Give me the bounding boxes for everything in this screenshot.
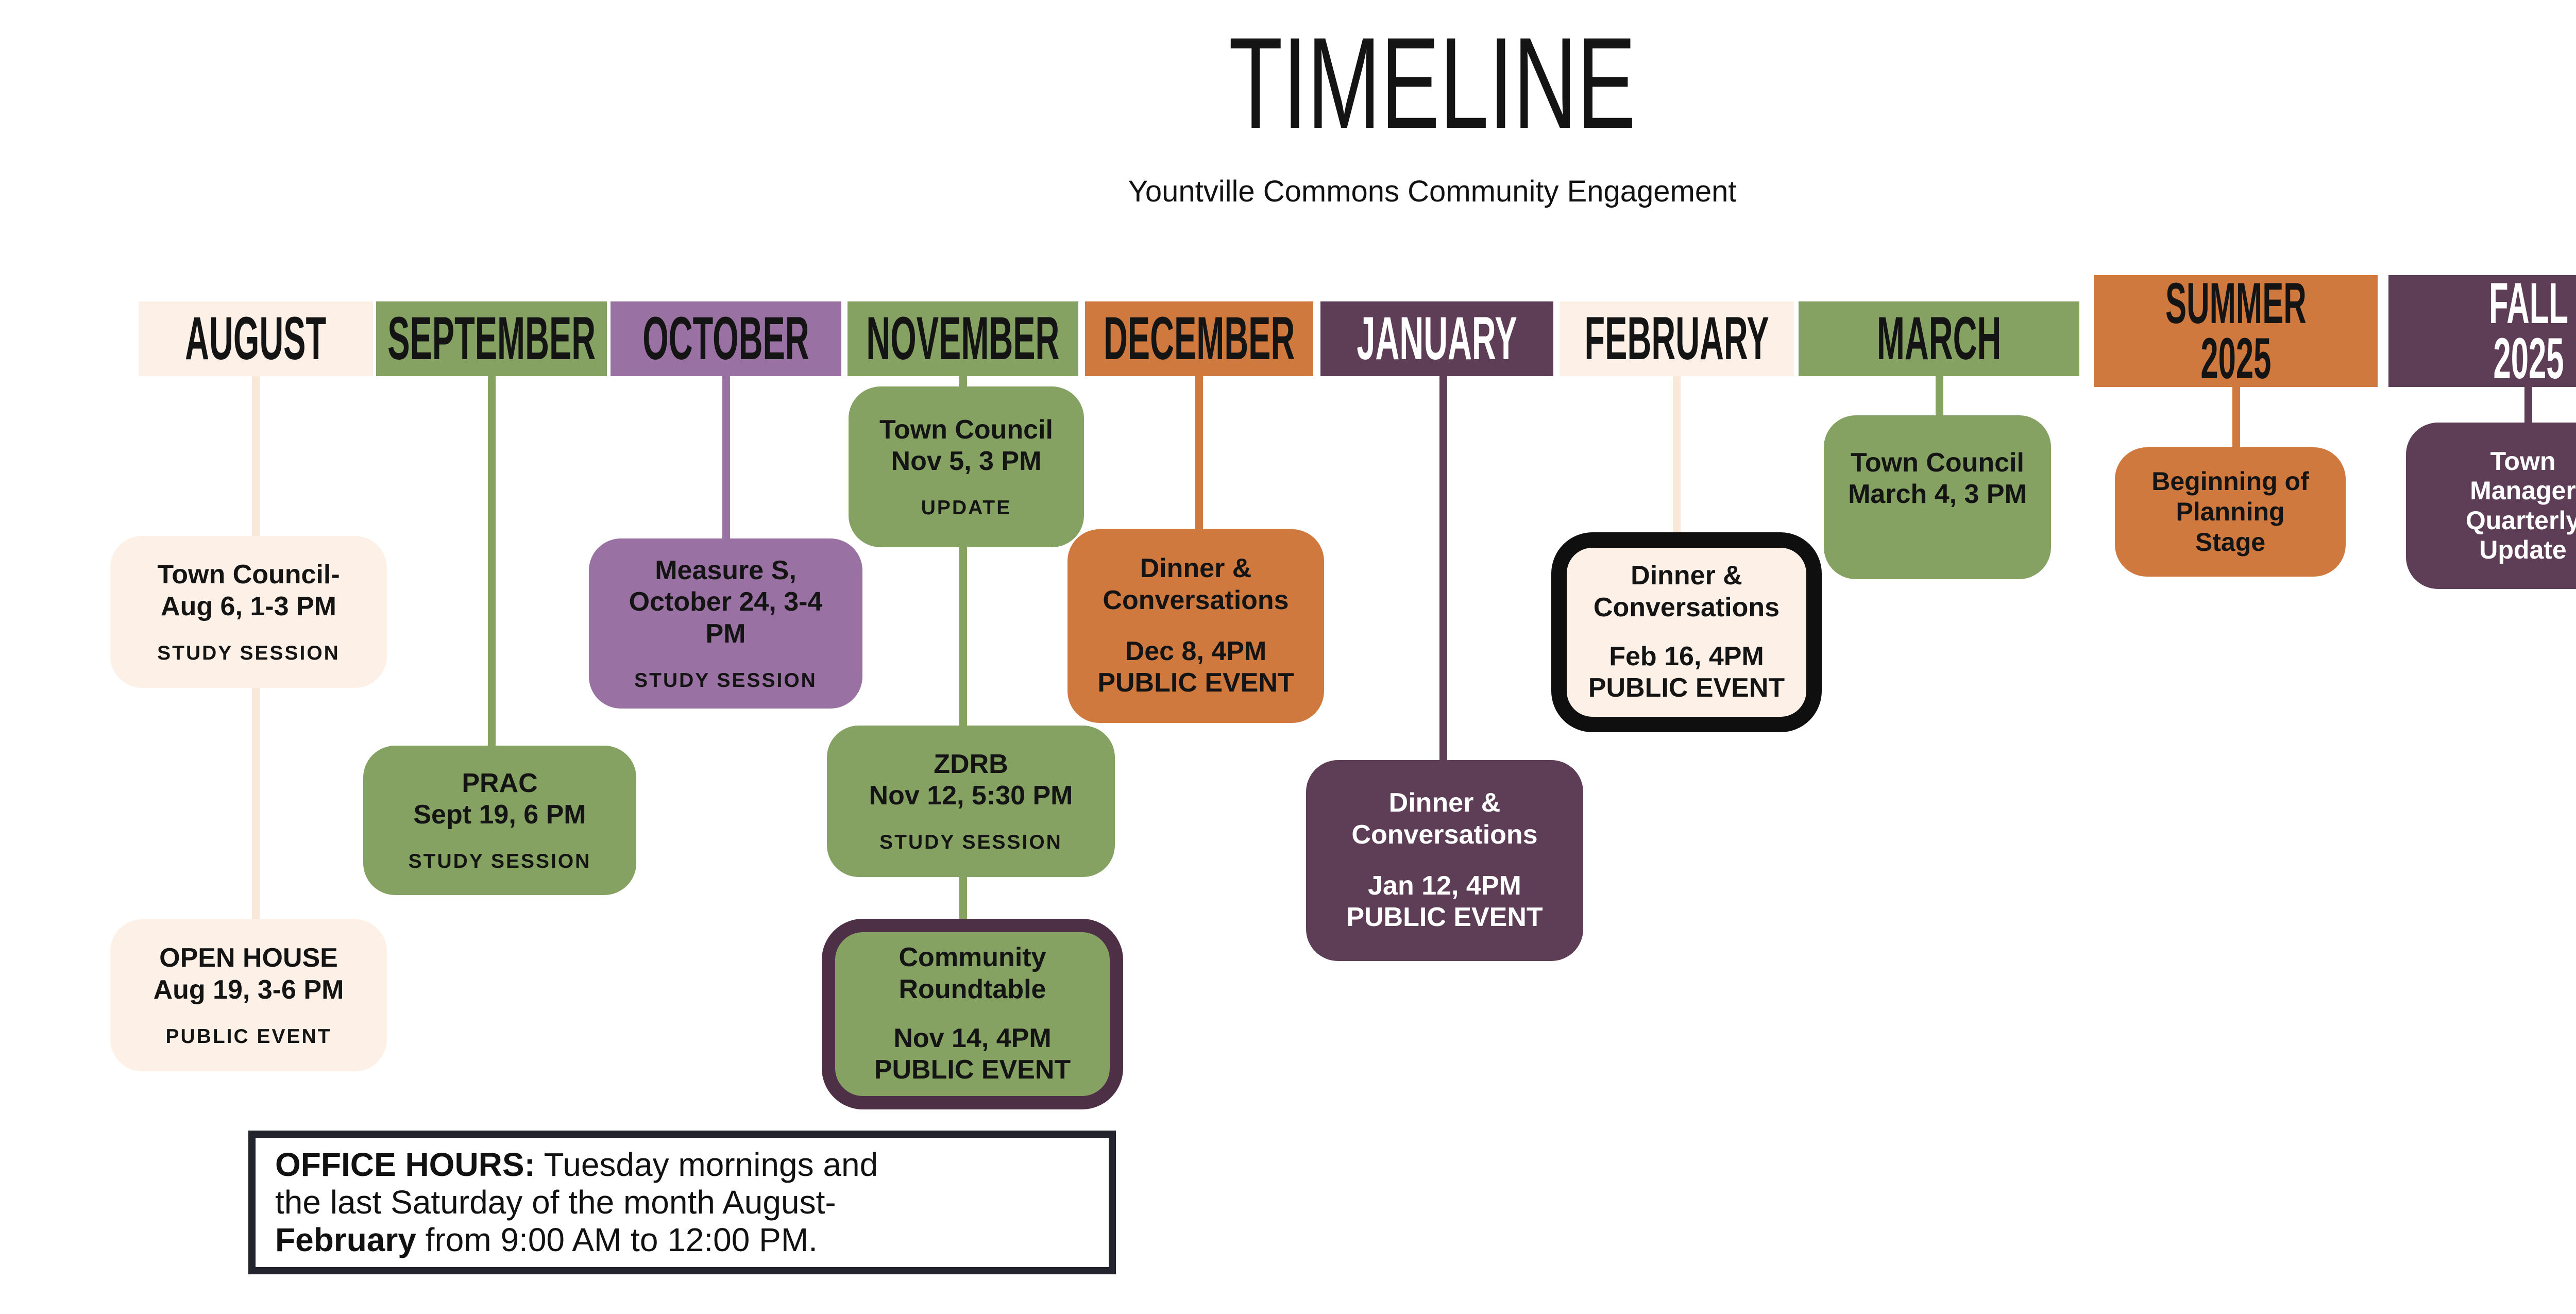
month-header-february: FEBRUARY: [1560, 301, 1794, 376]
event-heading: Town Council- Aug 6, 1-3 PM: [157, 560, 340, 621]
page-title: TIMELINE: [82, 19, 2576, 148]
event-tag: STUDY SESSION: [634, 669, 817, 692]
office-hours-text-2: the last Saturday of the month August-: [275, 1184, 836, 1221]
month-header-march: MARCH: [1799, 301, 2079, 376]
event-date-tag: Jan 12, 4PM PUBLIC EVENT: [1346, 871, 1543, 933]
event-heading: Town Council March 4, 3 PM: [1848, 448, 2027, 510]
event-heading: Measure S, October 24, 3-4 PM: [629, 555, 823, 649]
connector-january: [1439, 376, 1447, 783]
event-tag: STUDY SESSION: [879, 831, 1062, 854]
event-heading: Dinner & Conversations: [1351, 788, 1538, 850]
event-card-town-council-nov-5: Town Council Nov 5, 3 PM UPDATE: [849, 386, 1084, 547]
event-card-town-council-march-4: Town Council March 4, 3 PM: [1824, 415, 2051, 579]
month-label-october: OCTOBER: [642, 305, 809, 373]
event-tag: UPDATE: [921, 497, 1012, 519]
office-hours-line-1: OFFICE HOURS: Tuesday mornings and: [275, 1146, 1109, 1184]
office-hours-line-3: February from 9:00 AM to 12:00 PM.: [275, 1221, 1109, 1259]
event-date-tag: Feb 16, 4PM PUBLIC EVENT: [1588, 642, 1785, 703]
month-header-september: SEPTEMBER: [376, 301, 607, 376]
office-hours-box: OFFICE HOURS: Tuesday mornings and the l…: [248, 1131, 1116, 1274]
month-label-march: MARCH: [1876, 305, 2002, 373]
month-label-december: DECEMBER: [1103, 305, 1295, 373]
office-hours-label: OFFICE HOURS:: [275, 1146, 535, 1183]
event-card-town-manager-quarterly-update: Town Manager Quarterly Update: [2406, 423, 2576, 589]
event-heading: Town Council Nov 5, 3 PM: [879, 414, 1053, 476]
month-header-october: OCTOBER: [611, 301, 841, 376]
month-header-november: NOVEMBER: [848, 301, 1078, 376]
event-heading: Dinner & Conversations: [1103, 553, 1289, 615]
event-heading: Dinner & Conversations: [1593, 561, 1780, 622]
event-card-dinner-conversations-jan-12: Dinner & Conversations Jan 12, 4PM PUBLI…: [1306, 760, 1583, 961]
event-card-dinner-conversations-dec-8: Dinner & Conversations Dec 8, 4PM PUBLIC…: [1067, 529, 1324, 723]
event-card-measure-s-oct-24: Measure S, October 24, 3-4 PM STUDY SESS…: [589, 538, 862, 709]
connector-september: [488, 376, 496, 768]
office-hours-february-bold: February: [275, 1221, 416, 1258]
connector-february: [1673, 376, 1681, 551]
event-heading: Community Roundtable: [899, 942, 1046, 1004]
event-heading: Town Manager Quarterly Update: [2465, 446, 2576, 565]
event-card-beginning-of-planning-stage: Beginning of Planning Stage: [2115, 447, 2346, 577]
connector-summer: [2232, 387, 2240, 459]
event-heading: Beginning of Planning Stage: [2151, 467, 2309, 557]
office-hours-line-2: the last Saturday of the month August-: [275, 1184, 1109, 1221]
month-label-fall-2025: FALL 2025: [2489, 271, 2568, 391]
month-header-fall-2025: FALL 2025: [2388, 275, 2576, 387]
event-heading: OPEN HOUSE Aug 19, 3-6 PM: [153, 943, 344, 1005]
connector-december: [1195, 376, 1203, 546]
month-label-september: SEPTEMBER: [387, 305, 596, 373]
event-tag: PUBLIC EVENT: [165, 1025, 332, 1048]
month-header-january: JANUARY: [1320, 301, 1553, 376]
event-date-tag: Dec 8, 4PM PUBLIC EVENT: [1097, 636, 1294, 698]
month-label-summer-2025: SUMMER 2025: [2165, 271, 2307, 391]
event-tag: STUDY SESSION: [157, 642, 340, 664]
month-header-summer-2025: SUMMER 2025: [2094, 275, 2378, 387]
event-card-prac-sept-19: PRAC Sept 19, 6 PM STUDY SESSION: [363, 746, 636, 895]
page-title-text: TIMELINE: [1228, 11, 1636, 156]
connector-october: [722, 376, 730, 562]
event-card-town-council-aug-6: Town Council- Aug 6, 1-3 PM STUDY SESSIO…: [110, 536, 387, 688]
office-hours-text-3: from 9:00 AM to 12:00 PM.: [416, 1221, 818, 1258]
month-label-august: AUGUST: [185, 305, 327, 373]
month-label-february: FEBRUARY: [1584, 305, 1769, 373]
event-heading: ZDRB Nov 12, 5:30 PM: [869, 749, 1073, 811]
event-card-dinner-conversations-feb-16: Dinner & Conversations Feb 16, 4PM PUBLI…: [1551, 532, 1822, 732]
event-card-community-roundtable-nov-14: Community Roundtable Nov 14, 4PM PUBLIC …: [822, 919, 1123, 1109]
month-header-december: DECEMBER: [1085, 301, 1313, 376]
event-heading: PRAC Sept 19, 6 PM: [413, 768, 586, 830]
page-subtitle: Yountville Commons Community Engagement: [1128, 175, 1737, 208]
event-card-zdrb-nov-12: ZDRB Nov 12, 5:30 PM STUDY SESSION: [827, 726, 1115, 877]
office-hours-text-1: Tuesday mornings and: [535, 1146, 878, 1183]
event-card-open-house-aug-19: OPEN HOUSE Aug 19, 3-6 PM PUBLIC EVENT: [110, 919, 387, 1071]
month-label-november: NOVEMBER: [866, 305, 1060, 373]
event-date-tag: Nov 14, 4PM PUBLIC EVENT: [874, 1023, 1071, 1085]
month-label-january: JANUARY: [1357, 305, 1517, 373]
event-tag: STUDY SESSION: [408, 850, 591, 873]
month-header-august: AUGUST: [139, 301, 373, 376]
